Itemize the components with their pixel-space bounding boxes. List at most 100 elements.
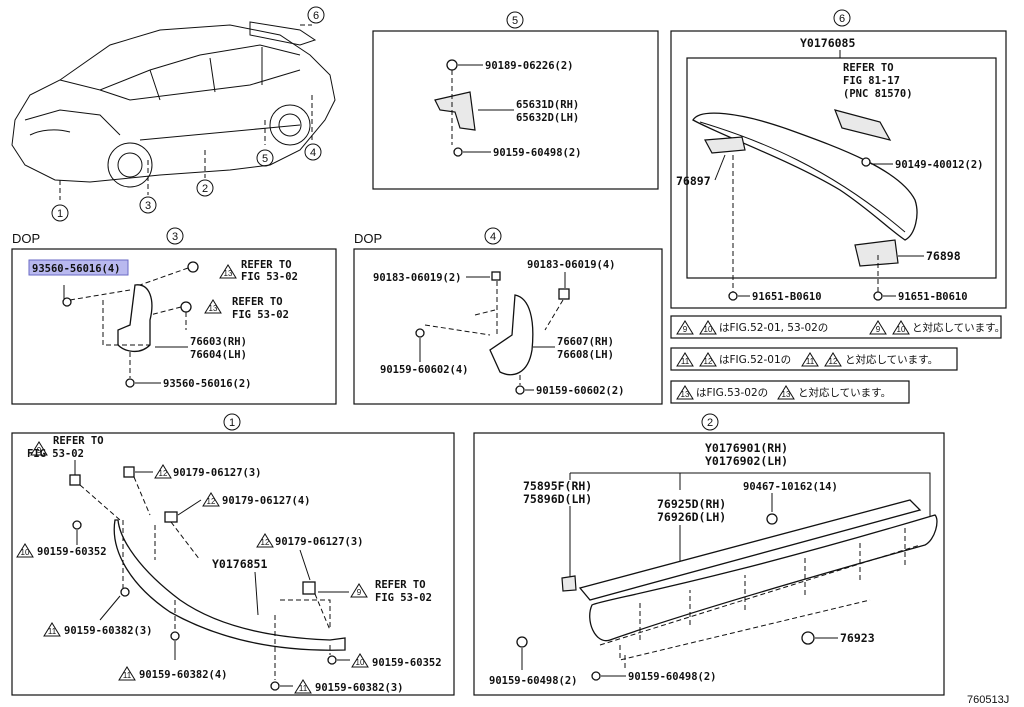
s2-moulding-part (578, 499, 922, 601)
s1-tri-ref-right: 9 (357, 588, 362, 597)
callout-1 (51, 204, 69, 222)
section-6-frame (670, 30, 1007, 309)
s1-screw-c-icon (170, 631, 180, 641)
note-2-text-a: はFIG.52-01の (719, 354, 791, 366)
s1-screw-a-icon (72, 520, 82, 530)
s1-screw-d-icon (327, 655, 337, 665)
s3-ref1-line1: REFER TO (241, 259, 292, 271)
s1-p7-label: 90159-60352 (372, 657, 442, 669)
s2-screw-l-label: 90159-60498(2) (489, 675, 578, 687)
s3-highlight-label[interactable]: 93560-56016(4) (32, 263, 121, 275)
note-3-tri-a: 13 (681, 390, 690, 399)
s6-part-c-label: 76898 (926, 249, 961, 263)
s1-tri-p1: 12 (159, 469, 168, 478)
s1-tri-ref-top: 9 (37, 446, 42, 455)
note-1-tri-a: 9 (683, 325, 688, 334)
section-3-frame (11, 248, 337, 405)
s6-screw-icon (861, 157, 871, 167)
s1-ref-top-line2: FIG 53-02 (27, 448, 84, 460)
s4-left-top-label: 90183-06019(2) (373, 272, 462, 284)
s6-ref-line3: (PNC 81570) (843, 88, 913, 100)
note-3-text-b: と対応しています。 (798, 386, 891, 399)
s1-clip-b-icon (123, 466, 135, 478)
s3-clip2-icon (180, 301, 192, 313)
s6-part-a-label: 90149-40012(2) (895, 159, 984, 171)
section-5: 5 90189-06226(2) 65631D(RH) 65632D(LH) 9… (372, 11, 659, 190)
grommet-icon (801, 631, 815, 645)
s6-part-b-label: 76897 (676, 174, 711, 188)
s2-screw-r-icon (591, 671, 601, 681)
s3-ref2-line1: REFER TO (232, 296, 283, 308)
callout-2 (196, 179, 214, 197)
s1-p2-label: 90179-06127(4) (222, 495, 311, 507)
note-3-text-a: はFIG.53-02の (696, 387, 768, 399)
section-5-number: 5 (512, 15, 518, 27)
front-spoiler-part (113, 519, 346, 651)
s1-clip-c-icon (164, 511, 178, 523)
note-2-tri-a: 11 (681, 357, 690, 366)
s3-screw-icon (62, 297, 72, 307)
s1-ref-top-line1: REFER TO (53, 435, 104, 447)
s2-a-rh-label: 75895F(RH) (523, 479, 592, 493)
section-3-tag: DOP (12, 231, 40, 246)
section-4: DOP 4 90183-06019(2) 90183-06019(4) 9015… (353, 227, 663, 405)
s2-b-lh-label: 76926D(LH) (657, 510, 726, 524)
note-3-box (670, 380, 910, 404)
note-1-tri-b: 10 (704, 325, 713, 334)
s3-clip-icon (187, 261, 199, 273)
s4-nut-r-icon (558, 288, 570, 300)
s1-p4-label: 90179-06127(3) (275, 536, 364, 548)
s2-screw-l-icon (516, 636, 528, 648)
s3-rh-label: 76603(RH) (190, 336, 247, 348)
highlighted-part-box[interactable] (28, 259, 129, 276)
s4-right-top-label: 90183-06019(4) (527, 259, 616, 271)
s3-ref1-line2: FIG 53-02 (241, 271, 298, 283)
s2-clip-icon (766, 513, 778, 525)
s6-inner-frame (686, 57, 997, 279)
mudguard-4-part (489, 294, 534, 376)
s1-clip-d-icon (302, 581, 316, 595)
section-6: 6 Y0176085 REFER TO FIG 81-17 (PNC 81570… (670, 9, 1007, 309)
section-1: 1 9 REFER TO FIG 53-02 12 90179-06127(3)… (11, 413, 455, 696)
s1-p5-label: 90159-60382(3) (64, 625, 153, 637)
s3-lh-label: 76604(LH) (190, 349, 247, 361)
note-1-text-a: はFIG.52-01, 53-02の (719, 322, 828, 334)
callout-5-text: 5 (262, 153, 268, 165)
s1-tri-p5: 11 (48, 627, 57, 636)
screw-icon (453, 147, 463, 157)
note-2-tri-d: 12 (829, 357, 838, 366)
s5-lh-label: 65632D(LH) (516, 112, 579, 124)
s1-p1-label: 90179-06127(3) (173, 467, 262, 479)
side-skirt-part (589, 514, 938, 642)
callout-6 (307, 6, 325, 24)
s4-screw-r-icon (515, 385, 525, 395)
s1-tri-p4: 12 (261, 538, 270, 547)
pad-76898-part (854, 239, 899, 267)
s2-b-rh-label: 76925D(RH) (657, 497, 726, 511)
s4-screw-l-icon (415, 328, 425, 338)
s6-ref-line1: REFER TO (843, 62, 894, 74)
section-2: 2 Y0176901(RH) Y0176902(LH) 75895F(RH) 7… (473, 413, 945, 696)
callout-3 (139, 196, 157, 214)
s1-tri-p7: 10 (356, 658, 365, 667)
pad-76897-part (704, 136, 746, 154)
section-2-number: 2 (707, 417, 713, 429)
note-2-box (670, 347, 958, 371)
s2-grommet-label: 76923 (840, 631, 875, 645)
bolt-r-icon (873, 291, 883, 301)
s5-top-label: 90189-06226(2) (485, 60, 574, 72)
s3-bottom-label: 93560-56016(2) (163, 378, 252, 390)
note-2-tri-c: 11 (806, 357, 815, 366)
s4-rh-label: 76607(RH) (557, 336, 614, 348)
s1-ref-right-line2: FIG 53-02 (375, 592, 432, 604)
section-4-number: 4 (490, 231, 496, 243)
section-5-frame (372, 30, 659, 190)
s1-clip-a-icon (69, 474, 81, 486)
s2-assy-rh-label: Y0176901(RH) (705, 441, 788, 455)
s4-nut-l-icon (491, 271, 501, 281)
callout-5 (256, 149, 274, 167)
car-illustration: 1 2 3 4 5 6 (11, 6, 336, 222)
s6-bolt-r-label: 91651-B0610 (898, 291, 968, 303)
s2-bracket-part (561, 575, 577, 592)
